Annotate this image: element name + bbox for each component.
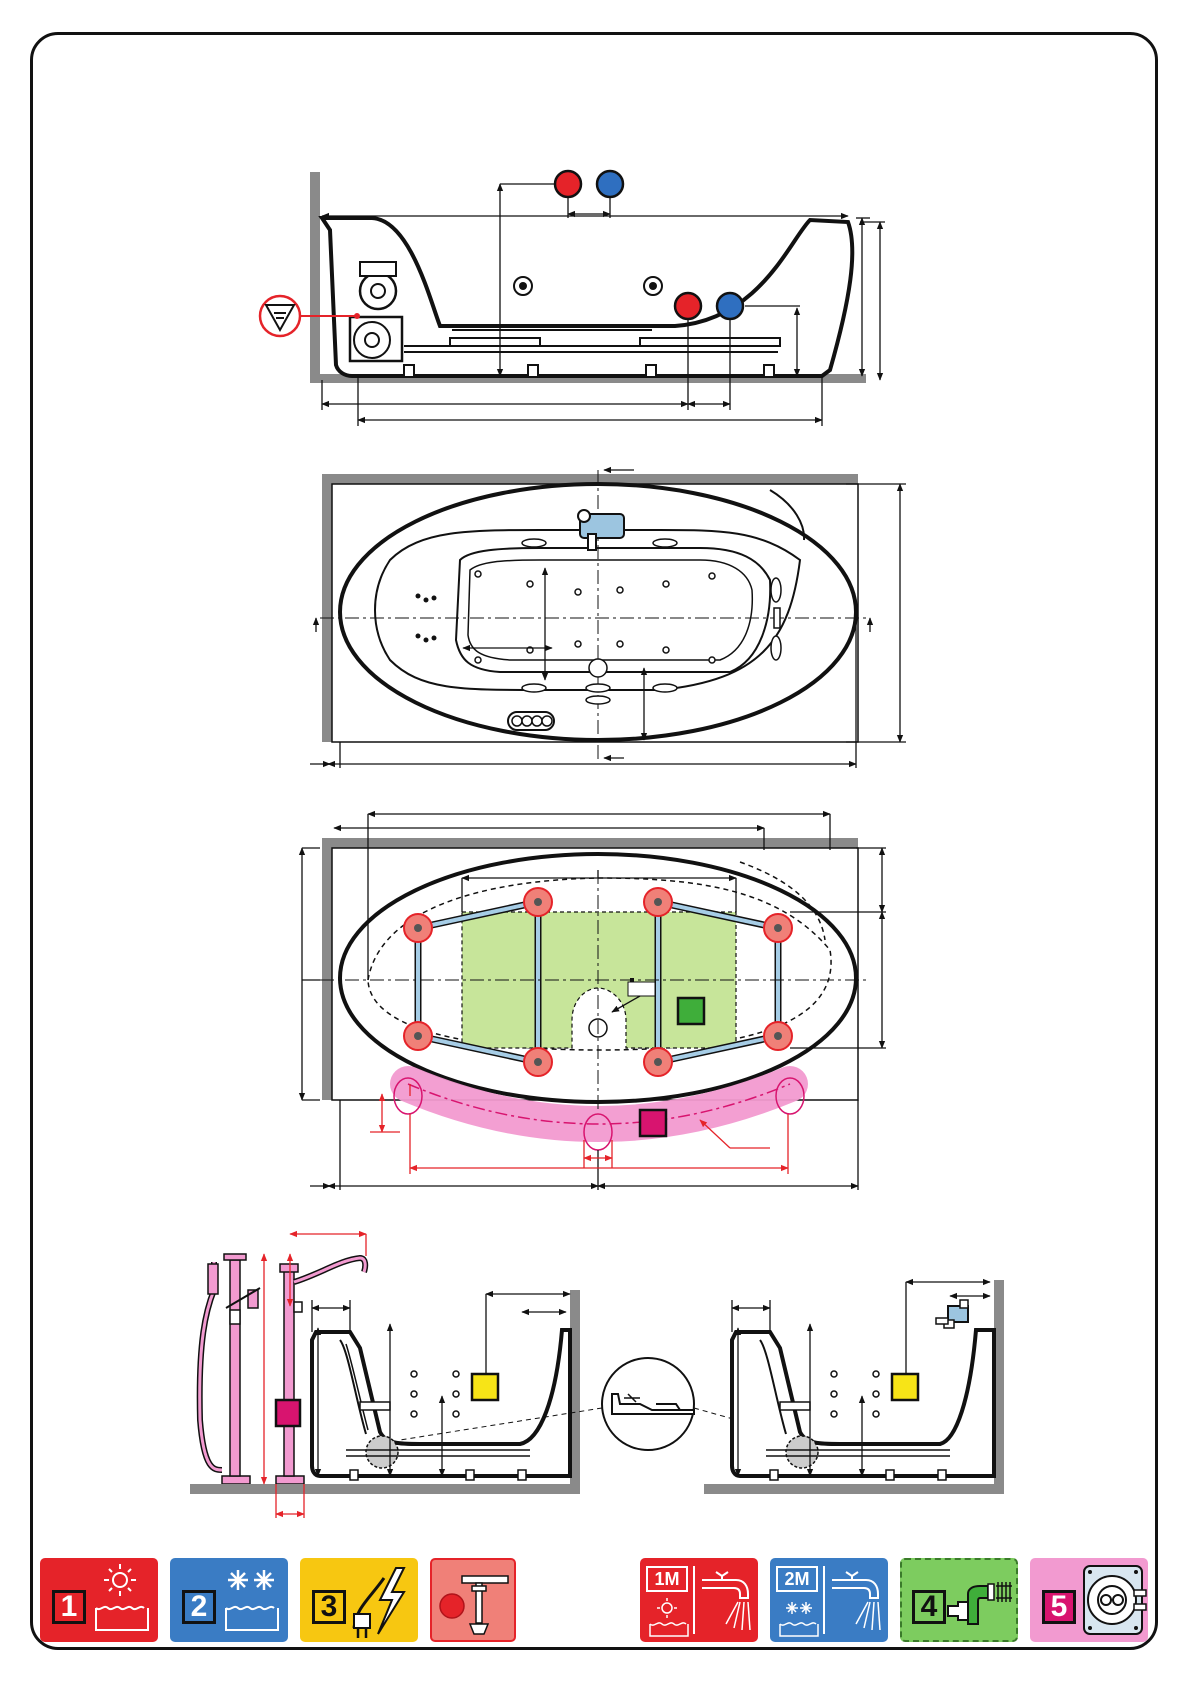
legend-cold-water: 2 [170,1558,288,1642]
legend-hot-water-mixer: 1M [640,1558,758,1642]
plug-lightning-icon [300,1558,418,1642]
control-panel-icon [508,712,554,730]
front-elevation-view [260,171,885,426]
frame-top-view [302,814,886,1190]
drain-pipe-icon [902,1560,1020,1644]
side-section-left [190,1234,580,1518]
inspection-marker-side [276,1400,300,1426]
legend-cold-water-mixer: 2M [770,1558,888,1642]
legend-inspection: 5 [1030,1558,1148,1642]
snowflake-water-icon [170,1558,288,1642]
deck-mixer-icon [936,1300,968,1328]
electric-marker-right [892,1374,918,1400]
sun-water-icon [40,1558,158,1642]
electric-marker-left [472,1374,498,1400]
legend-support-foot [430,1558,516,1642]
side-section-right [704,1280,1004,1494]
top-view [310,470,906,768]
hot-tap-icon [640,1558,758,1642]
inspection-marker [640,1110,666,1136]
hot-water-connection-side [675,293,701,319]
cold-tap-icon [770,1558,888,1642]
drain-marker [678,998,704,1024]
adjustable-foot-icon [432,1560,518,1644]
legend-hot-water: 1 [40,1558,158,1642]
inspection-panel-icon [1030,1558,1148,1642]
hot-water-connection-top [555,171,581,197]
legend-drain: 4 [900,1558,1018,1642]
legend-electric: 3 [300,1558,418,1642]
cold-water-connection-side [717,293,743,319]
floor-mixer-icon [200,1254,260,1484]
cold-water-connection-top [597,171,623,197]
